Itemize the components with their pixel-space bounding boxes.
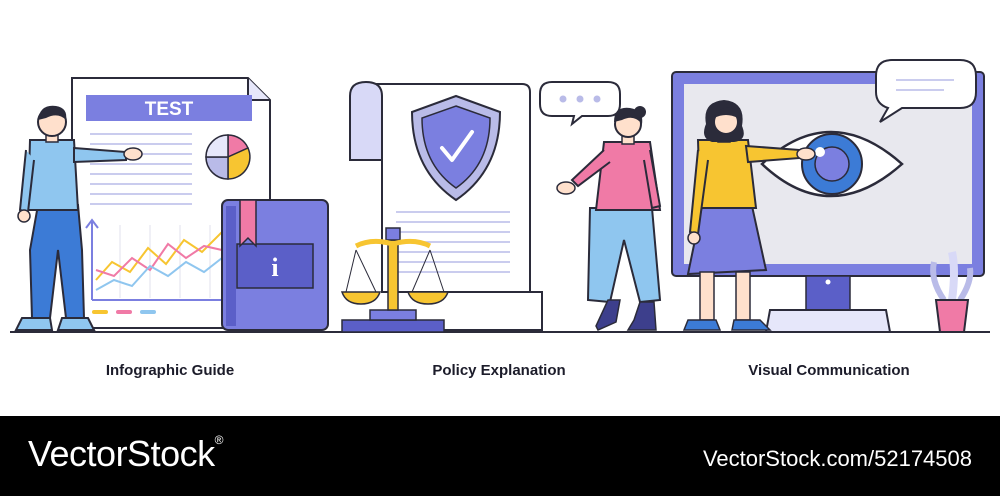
policy-explanation-illustration [340,80,662,333]
visual-communication-illustration [671,59,985,333]
pie-chart-graphic [205,134,251,180]
woman-character [556,106,662,331]
caption-policy-explanation: Policy Explanation [432,362,566,379]
man-character [14,105,143,331]
speech-bubble-icon [875,59,977,123]
eye-icon [760,130,904,198]
plant-pot-graphic [930,251,974,333]
document-heading: TEST [145,99,194,120]
watermark-footer [0,416,1000,496]
illustration-scene: TEST [10,59,990,333]
caption-visual-communication: Visual Communication [748,362,910,379]
caption-infographic-guide: Infographic Guide [105,362,235,379]
woman-presenter-character [682,100,816,331]
infographic-guide-illustration: TEST [14,77,329,331]
scales-of-justice-icon [340,227,450,333]
info-icon: i [271,253,278,282]
speech-bubble-icon [539,81,621,127]
brand-logo: VectorStock® [28,433,223,475]
brand-name: VectorStock [28,433,215,474]
registered-mark: ® [214,433,224,447]
book-graphic: i [221,199,329,331]
shield-check-icon [410,94,502,202]
stock-image-reference: VectorStock.com/52174508 [702,446,972,471]
line-chart-graphic [85,218,240,314]
